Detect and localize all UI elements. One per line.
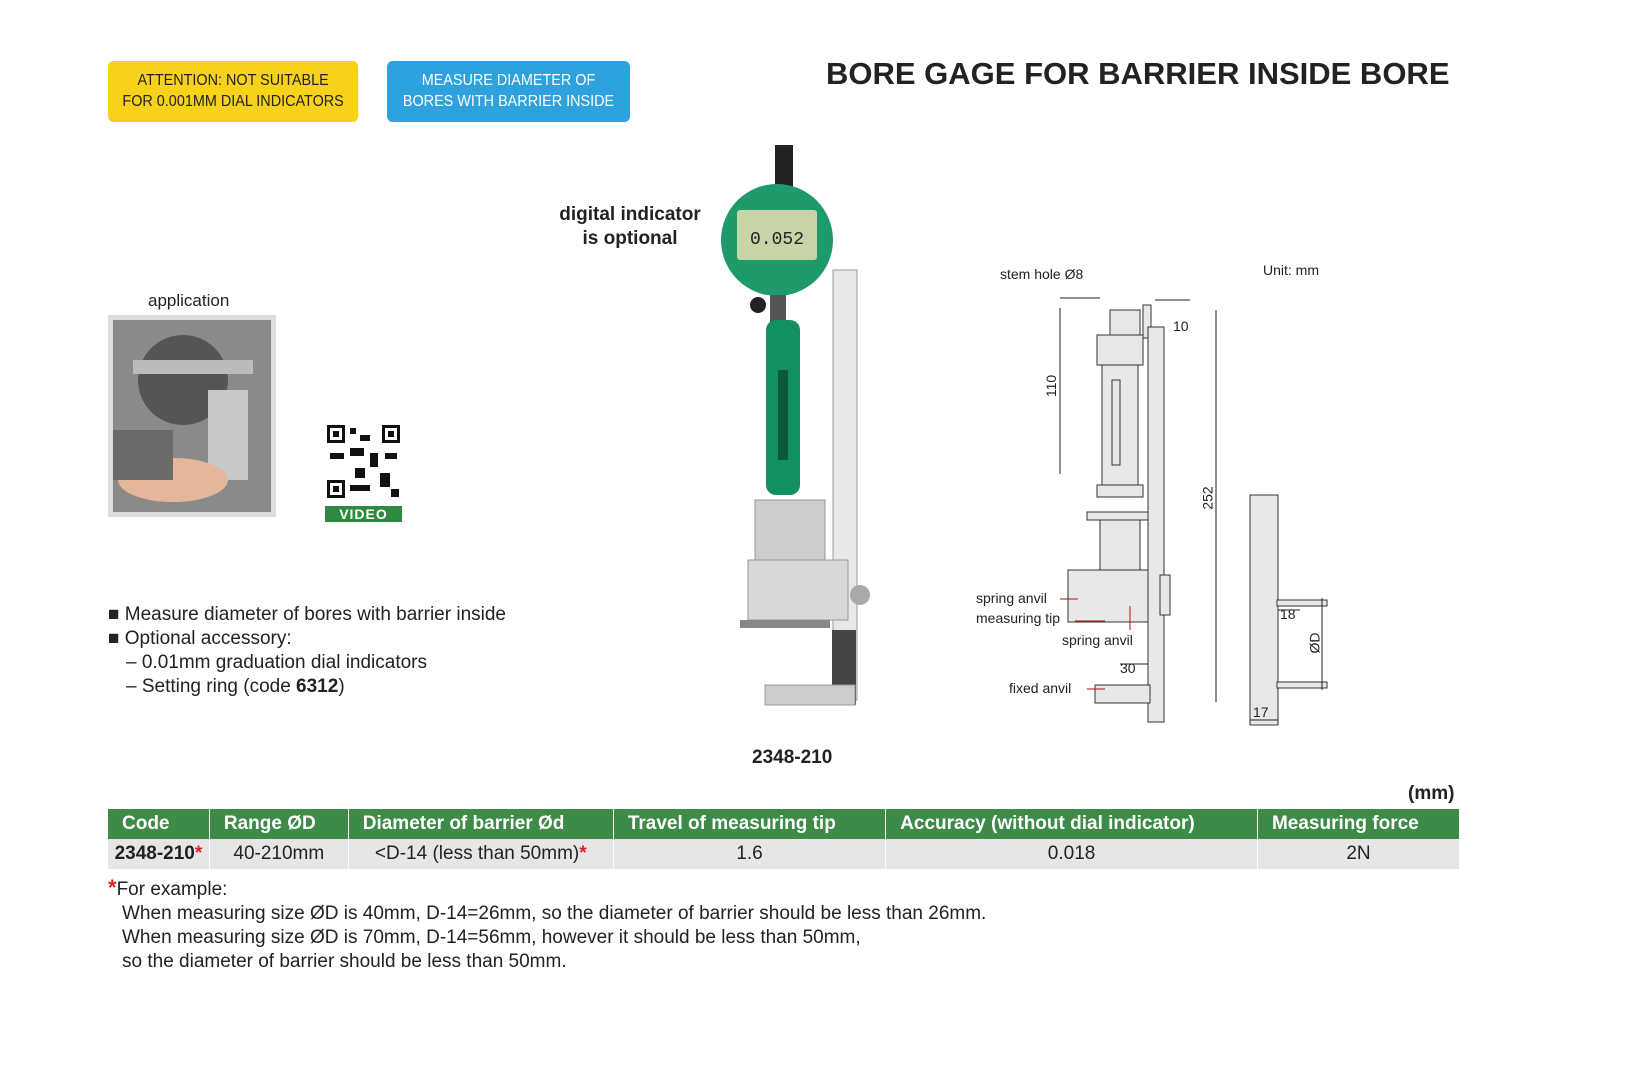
dim-10: 10 [1173, 318, 1189, 334]
cell-travel: 1.6 [613, 839, 887, 869]
dim-30: 30 [1120, 660, 1136, 676]
footnote-line: so the diameter of barrier should be les… [122, 951, 567, 972]
bullet-icon: ■ [108, 628, 125, 649]
header-force: Measuring force [1257, 809, 1461, 839]
application-label: application [148, 291, 230, 310]
page-title: BORE GAGE FOR BARRIER INSIDE BORE [826, 56, 1450, 91]
label-spring-anvil-left: spring anvil [976, 590, 1047, 606]
header-travel: Travel of measuring tip [613, 809, 887, 839]
feature-list: ■ Measure diameter of bores with barrier… [108, 603, 506, 699]
feature-item: ■ Optional accessory: [108, 627, 506, 651]
header-accuracy: Accuracy (without dial indicator) [885, 809, 1258, 839]
product-image: 0.052 [721, 145, 870, 706]
technical-drawing: stem hole Ø8 Unit: mm 110 10 252 spring … [960, 250, 1360, 730]
feature-text: Measure diameter of bores with barrier i… [124, 604, 506, 625]
video-qr-code[interactable]: VIDEO [325, 423, 402, 522]
measure-badge: MEASURE DIAMETER OF BORES WITH BARRIER I… [387, 61, 630, 122]
cell-code: 2348-210* [108, 839, 210, 869]
application-image [113, 320, 271, 512]
indicator-note: digital indicator is optional [552, 203, 708, 251]
header-barrier-diameter: Diameter of barrier Ød [348, 809, 614, 839]
cell-accuracy: 0.018 [885, 839, 1258, 869]
indicator-note-line-1: digital indicator [559, 204, 701, 225]
product-code: 2348-210 [752, 747, 833, 768]
cell-range: 40-210mm [209, 839, 349, 869]
dim-17: 17 [1253, 704, 1269, 720]
application-photo [108, 315, 276, 517]
footnote-line: When measuring size ØD is 40mm, D-14=26m… [122, 903, 987, 924]
measure-line-2: BORES WITH BARRIER INSIDE [402, 93, 615, 110]
dim-od: ØD [1306, 632, 1323, 654]
setting-ring-code: 6312 [296, 676, 339, 697]
attention-line-2: FOR 0.001MM DIAL INDICATORS [122, 93, 344, 110]
code-value: 2348-210 [114, 843, 195, 864]
table-unit: (mm) [1408, 783, 1455, 804]
asterisk: * [194, 843, 203, 864]
unit-label: Unit: mm [1263, 262, 1319, 278]
label-measuring-tip: measuring tip [976, 610, 1061, 626]
attention-badge: ATTENTION: NOT SUITABLE FOR 0.001MM DIAL… [108, 61, 359, 122]
video-label: VIDEO [325, 506, 402, 522]
qr-code-icon [325, 423, 402, 501]
table-row: 2348-210* 40-210mm <D-14 (less than 50mm… [108, 839, 1461, 869]
drawing-lines [1059, 297, 1328, 726]
spec-table: Code Range ØD Diameter of barrier Ød Tra… [108, 809, 1461, 869]
indicator-display: 0.052 [750, 230, 804, 250]
attention-line-1: ATTENTION: NOT SUITABLE [137, 72, 329, 89]
barrier-value: <D-14 (less than 50mm) [374, 843, 580, 864]
measure-line-1: MEASURE DIAMETER OF [421, 72, 596, 89]
footnote-title: For example: [116, 879, 228, 900]
header-range: Range ØD [209, 809, 349, 839]
feature-text: Optional accessory: [124, 628, 292, 649]
sub-feature: – Setting ring (code 6312) [108, 675, 506, 699]
sub-feature-suffix: ) [338, 676, 345, 697]
label-stem-hole: stem hole Ø8 [1000, 266, 1084, 282]
footnote-line: When measuring size ØD is 70mm, D-14=56m… [122, 927, 861, 948]
label-fixed-anvil: fixed anvil [1009, 680, 1072, 696]
feature-item: ■ Measure diameter of bores with barrier… [108, 603, 506, 627]
footnote: *For example: When measuring size ØD is … [108, 876, 986, 974]
label-spring-anvil-right: spring anvil [1062, 632, 1133, 648]
dim-110: 110 [1043, 374, 1060, 398]
bullet-icon: ■ [108, 604, 125, 625]
table-header-row: Code Range ØD Diameter of barrier Ød Tra… [108, 809, 1461, 839]
dim-252: 252 [1199, 486, 1216, 510]
cell-barrier: <D-14 (less than 50mm)* [348, 839, 614, 869]
asterisk: * [579, 843, 587, 864]
sub-feature: – 0.01mm graduation dial indicators [126, 652, 428, 673]
asterisk: * [108, 875, 117, 900]
sub-feature-text: – Setting ring (code [126, 676, 297, 697]
indicator-note-line-2: is optional [582, 228, 678, 249]
header-code: Code [108, 809, 210, 839]
dim-18: 18 [1280, 606, 1296, 622]
cell-force: 2N [1257, 839, 1461, 869]
